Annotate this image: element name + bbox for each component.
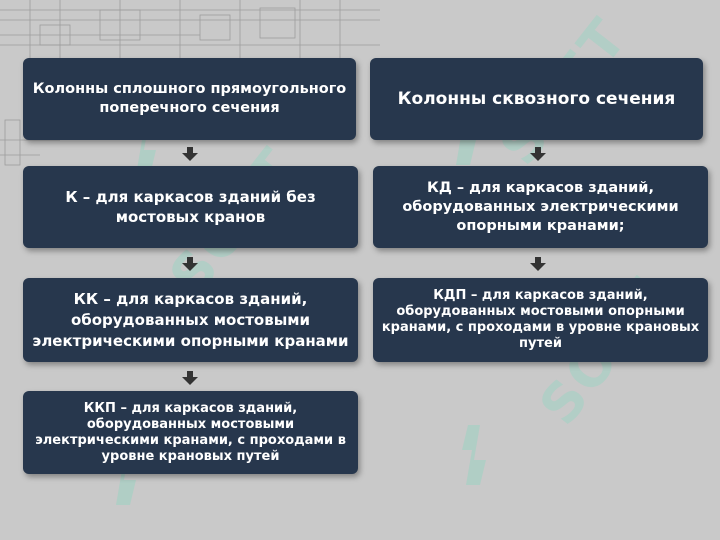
down-arrow-icon: [530, 257, 546, 271]
down-arrow-icon: [182, 371, 198, 385]
down-arrow-icon: [530, 147, 546, 161]
left-item-kk: КК – для каркасов зданий, оборудованных …: [23, 278, 358, 362]
left-header-box: Колонны сплошного прямоугольного попереч…: [23, 58, 356, 140]
right-item-kd: КД – для каркасов зданий, оборудованных …: [373, 166, 708, 248]
left-item-k: К – для каркасов зданий без мостовых кра…: [23, 166, 358, 248]
left-item-kkp: ККП – для каркасов зданий, оборудованных…: [23, 391, 358, 474]
right-header-box: Колонны сквозного сечения: [370, 58, 703, 140]
blueprint-drawing-background: [0, 0, 380, 166]
down-arrow-icon: [182, 147, 198, 161]
down-arrow-icon: [182, 257, 198, 271]
right-item-kdp: КДП – для каркасов зданий, оборудованных…: [373, 278, 708, 362]
watermark-logo-icon: [462, 425, 486, 485]
